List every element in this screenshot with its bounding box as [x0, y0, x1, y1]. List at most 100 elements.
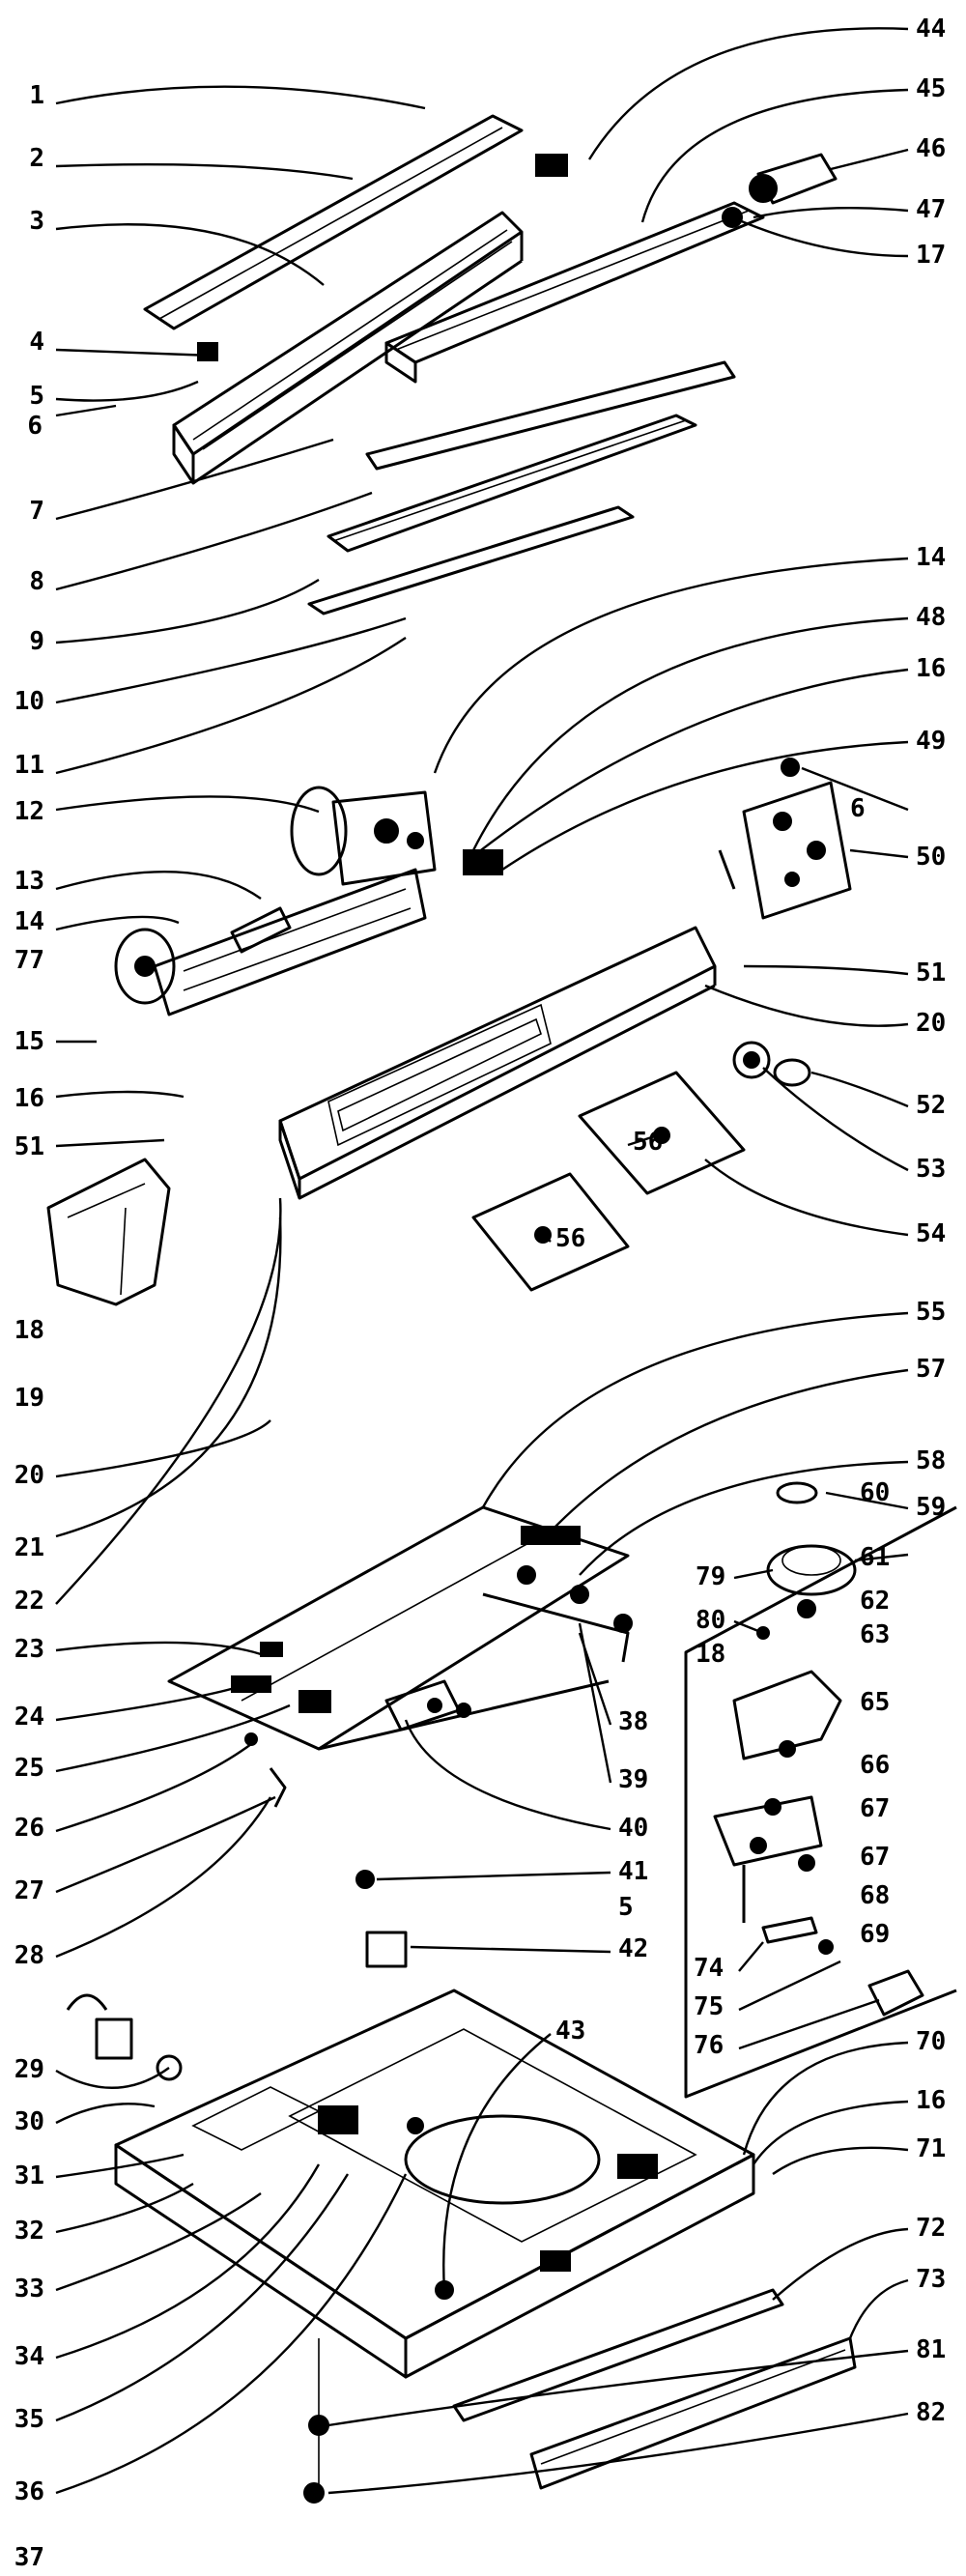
callout-13: 13	[14, 867, 44, 896]
callout-28: 28	[14, 1941, 44, 1970]
callout-36: 36	[14, 2477, 44, 2506]
callout-81: 81	[916, 2335, 946, 2364]
callout-63: 63	[860, 1620, 890, 1649]
rail-45	[384, 201, 765, 384]
callout-66: 66	[860, 1751, 890, 1780]
callout-21: 21	[14, 1533, 44, 1562]
callout-5-c: 5	[618, 1893, 634, 1922]
end-cap	[46, 1158, 171, 1306]
callout-44: 44	[916, 14, 946, 43]
callout-11: 11	[14, 751, 44, 780]
callout-37: 37	[14, 2543, 44, 2572]
left-labels: 1 2 3 4 5 6 7 8 9 10 11 12 13 14 77 15 1…	[14, 81, 44, 2572]
callout-30: 30	[14, 2107, 44, 2136]
callout-48: 48	[916, 603, 946, 632]
control-console-top	[143, 114, 524, 485]
callout-68: 68	[860, 1881, 890, 1910]
console-housing	[278, 926, 717, 1200]
callout-74: 74	[694, 1954, 724, 1983]
callout-29: 29	[14, 2055, 44, 2084]
callout-41: 41	[618, 1857, 648, 1886]
callout-3: 3	[29, 207, 44, 236]
callout-20-r: 20	[916, 1009, 946, 1038]
callout-35: 35	[14, 2405, 44, 2434]
callout-52: 52	[916, 1091, 946, 1120]
top-lid	[167, 1505, 633, 1751]
callout-47: 47	[916, 195, 946, 224]
callout-69: 69	[860, 1920, 890, 1949]
callout-17: 17	[916, 241, 946, 270]
hinge-parts	[231, 1642, 471, 1808]
callout-51-r: 51	[916, 959, 946, 987]
callout-12: 12	[14, 797, 44, 826]
callout-80: 80	[696, 1606, 725, 1635]
callout-62: 62	[860, 1587, 890, 1616]
trim-strips	[307, 360, 736, 615]
callout-18-c: 18	[696, 1640, 725, 1669]
callout-51: 51	[14, 1132, 44, 1161]
callout-82: 82	[916, 2398, 946, 2427]
callout-16: 16	[14, 1084, 44, 1113]
center-labels: 56 56 79 80 18 38 39 40 41 5 42 43 74 75…	[555, 1128, 725, 2060]
callout-54: 54	[916, 1219, 946, 1248]
callout-46: 46	[916, 134, 946, 163]
callout-72: 72	[916, 2214, 946, 2243]
latch-28-29	[66, 1993, 183, 2081]
callout-65: 65	[860, 1688, 890, 1717]
callout-22: 22	[14, 1587, 44, 1616]
callout-26: 26	[14, 1814, 44, 1843]
callout-67: 67	[860, 1794, 890, 1823]
timer-block	[290, 786, 503, 886]
callout-14-r: 14	[916, 543, 946, 572]
callout-10: 10	[14, 687, 44, 716]
callout-58: 58	[916, 1446, 946, 1475]
callout-4: 4	[29, 328, 44, 357]
knob-46	[535, 153, 838, 228]
callout-38: 38	[618, 1707, 648, 1736]
callout-34: 34	[14, 2342, 44, 2371]
callout-27: 27	[14, 1876, 44, 1905]
callout-75: 75	[694, 1992, 724, 2021]
control-module-50	[718, 758, 852, 920]
callout-45: 45	[916, 74, 946, 103]
callout-19: 19	[14, 1384, 44, 1413]
decal-cards	[471, 1071, 746, 1292]
inset-box	[684, 1481, 957, 2099]
callout-25: 25	[14, 1754, 44, 1783]
callout-67b: 67	[860, 1843, 890, 1872]
callout-60: 60	[860, 1478, 890, 1507]
callout-20: 20	[14, 1461, 44, 1490]
callout-8: 8	[29, 567, 44, 596]
callout-18: 18	[14, 1316, 44, 1345]
callout-24: 24	[14, 1703, 44, 1732]
callout-56b: 56	[555, 1224, 585, 1253]
callout-9: 9	[29, 627, 44, 656]
callout-43: 43	[555, 2017, 585, 2046]
callout-49: 49	[916, 727, 946, 756]
callout-33: 33	[14, 2275, 44, 2304]
center-leaders	[376, 1131, 880, 2291]
callout-39: 39	[618, 1765, 648, 1794]
callout-76: 76	[694, 2031, 724, 2060]
callout-57: 57	[916, 1355, 946, 1384]
callout-32: 32	[14, 2217, 44, 2246]
callout-16-b: 16	[916, 2086, 946, 2115]
callout-15: 15	[14, 1027, 44, 1056]
base-rails	[303, 2288, 857, 2504]
callout-71: 71	[916, 2134, 946, 2163]
callout-73: 73	[916, 2265, 946, 2294]
callout-6: 6	[27, 412, 43, 441]
callout-7: 7	[29, 497, 44, 526]
callout-50: 50	[916, 843, 946, 872]
callout-55: 55	[916, 1298, 946, 1327]
right-labels: 44 45 46 47 17 14 48 16 49 6 50 51 20 52…	[850, 14, 946, 2427]
callout-1: 1	[29, 81, 44, 110]
front-panel	[114, 868, 427, 1016]
knob-53-54	[732, 1041, 811, 1087]
callout-40: 40	[618, 1814, 648, 1843]
callout-5: 5	[29, 382, 44, 411]
callout-53: 53	[916, 1155, 946, 1184]
callout-79: 79	[696, 1562, 725, 1591]
clip-41-42	[355, 1870, 408, 1968]
